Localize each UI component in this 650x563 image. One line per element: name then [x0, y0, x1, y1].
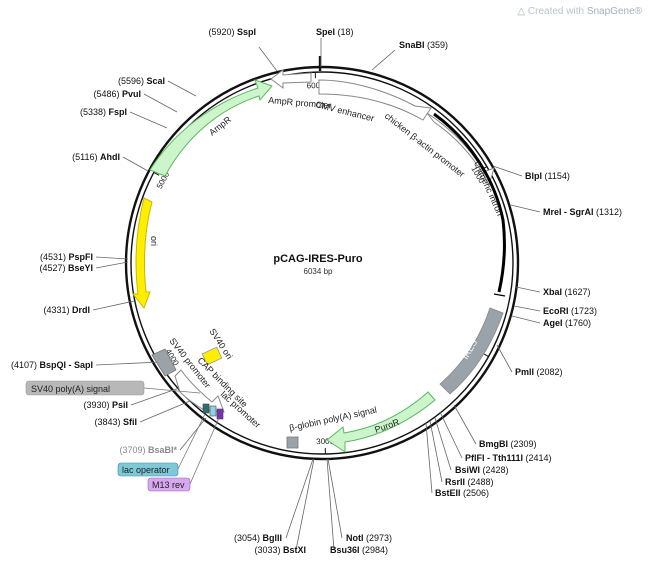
site-label[interactable]: (5920) SspI	[208, 27, 256, 37]
scale-tick-label: 6000	[307, 81, 326, 91]
plasmid-size: 6034 bp	[304, 267, 333, 276]
feature-lac-promoter	[174, 369, 225, 413]
snapgene-icon: △	[517, 6, 526, 17]
site-label[interactable]: (4107) BspQI - SapI	[11, 360, 93, 370]
feature-chimeric-intron	[433, 112, 506, 293]
site-label[interactable]: PmlI (2082)	[515, 367, 563, 377]
credit-brand: SnapGene®	[586, 6, 642, 17]
scale-tick-mark	[153, 171, 160, 176]
site-label[interactable]: AgeI (1760)	[543, 318, 591, 328]
site-label[interactable]: (3054) BglII	[234, 533, 282, 543]
site-label[interactable]: (3033) BstXI	[254, 545, 306, 555]
feature-sv40-ori	[201, 346, 223, 366]
feature-beta-globin-polya	[286, 436, 299, 449]
site-label[interactable]: SpeI (18)	[316, 27, 354, 37]
site-label[interactable]: SnaBI (359)	[399, 40, 448, 50]
feature-ampr	[149, 79, 273, 177]
site-label[interactable]: BlpI (1154)	[525, 171, 570, 181]
site-label[interactable]: (3843) SfiI	[94, 417, 137, 427]
site-label[interactable]: (5486) PvuI	[93, 89, 141, 99]
site-label[interactable]: BmgBI (2309)	[479, 439, 537, 449]
badge-lac-operator[interactable]: lac operator	[117, 413, 206, 477]
feature-m13-rev-mark	[216, 408, 224, 420]
site-label[interactable]: PflFI - Tth111I (2414)	[465, 453, 552, 463]
site-label[interactable]: (5338) FspI	[80, 107, 127, 117]
feature-cap-binding-site	[209, 405, 217, 417]
backbone-inner-ring	[130, 71, 514, 455]
backbone-outer-ring	[124, 65, 520, 461]
plasmid-name: pCAG-IRES-Puro	[273, 253, 363, 265]
site-label[interactable]: MreI - SgrAI (1312)	[543, 207, 622, 217]
site-label[interactable]: (5596) ScaI	[118, 76, 165, 86]
badge-m13-rev[interactable]: M13 rev	[147, 417, 220, 492]
site-label[interactable]: (4531) PspFI	[40, 252, 93, 262]
label-cmv-enhancer: CMV enhancer	[315, 99, 376, 123]
badge-m13-rev-label: M13 rev	[152, 480, 185, 490]
feature-cmv-enhancer	[318, 79, 432, 121]
feature-ori	[131, 197, 153, 310]
badge-lac-operator-label: lac operator	[122, 465, 170, 475]
plasmid-size-number: 6034	[304, 267, 322, 276]
label-ori: ori	[149, 236, 159, 246]
site-leader-lines	[92, 38, 541, 551]
site-label[interactable]: BsiWI (2428)	[455, 465, 509, 475]
site-label[interactable]: RsrII (2488)	[445, 477, 494, 487]
badge-sv40-polya-label: SV40 poly(A) signal	[31, 384, 110, 394]
badge-sv40-polya[interactable]: SV40 poly(A) signal	[25, 380, 201, 396]
snapgene-credit: △ Created with SnapGene®	[517, 6, 642, 17]
chimeric-intron-end-cap	[493, 293, 506, 297]
feature-ires	[439, 307, 504, 395]
site-label[interactable]: XbaI (1627)	[543, 287, 591, 297]
plasmid-size-unit: bp	[324, 267, 333, 276]
site-label[interactable]: (4331) DrdI	[43, 305, 90, 315]
site-label[interactable]: Bsu36I (2984)	[330, 545, 388, 555]
label-chicken-beta-actin-promoter: chicken β-actin promoter	[383, 111, 467, 180]
restriction-site-labels: SpeI (18) SnaBI (359) BlpI (1154) MreI -…	[11, 27, 622, 555]
feature-sv40-polya	[151, 348, 177, 377]
feature-lac-operator-mark	[202, 403, 210, 414]
scale-tick-label: 3000	[316, 437, 335, 446]
feature-ampr-promoter	[270, 69, 312, 89]
site-label[interactable]: (3709) BsaBI*	[119, 445, 177, 455]
site-label[interactable]: BstEII (2506)	[435, 488, 489, 498]
credit-prefix: Created with	[527, 6, 587, 17]
site-label[interactable]: (5116) AhdI	[72, 152, 120, 162]
site-label[interactable]: EcoRI (1723)	[543, 306, 597, 316]
feature-puror	[326, 391, 436, 453]
site-label[interactable]: NotI (2973)	[346, 533, 392, 543]
site-label[interactable]: (3930) PsiI	[83, 400, 128, 410]
site-label[interactable]: (4527) BseYI	[39, 263, 93, 273]
